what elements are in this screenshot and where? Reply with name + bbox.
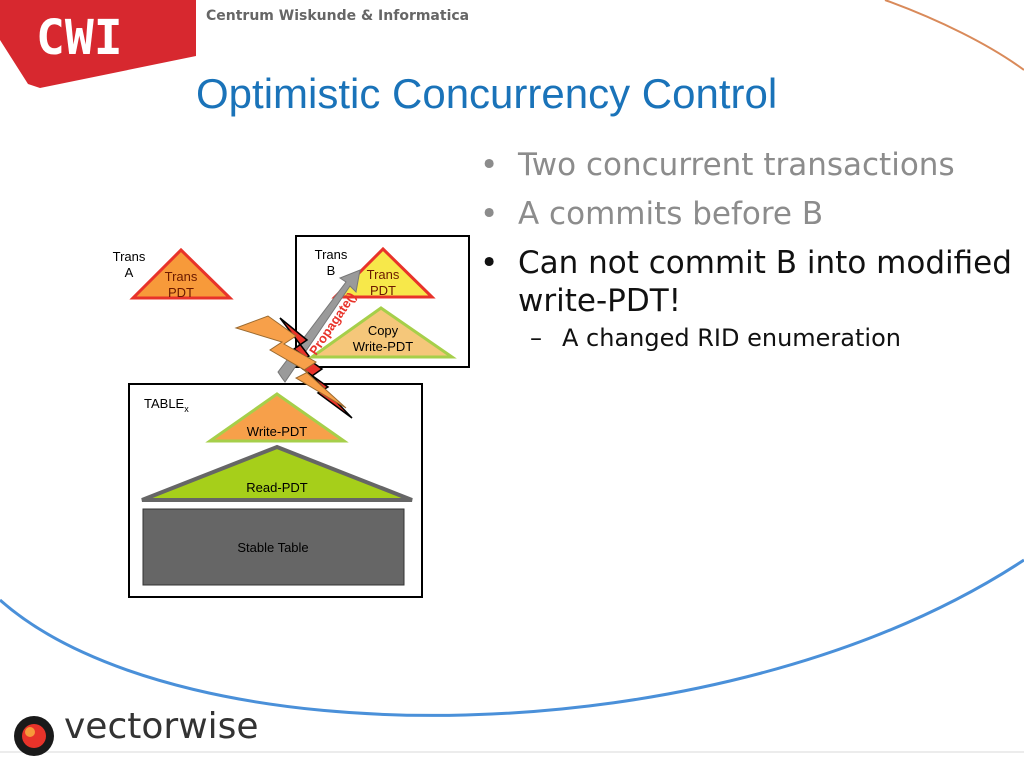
bullet-text: Can not commit B into modified write-PDT… xyxy=(518,245,1012,319)
bullet-text: A commits before B xyxy=(518,196,824,232)
table-label: TABLEx xyxy=(144,396,189,414)
trans-b-pdt-label-line1: Trans xyxy=(367,267,400,282)
stable-table-label: Stable Table xyxy=(237,540,308,555)
bullet-mark: • xyxy=(480,196,499,232)
bullet-item: • Can not commit B into modified write-P… xyxy=(478,244,1018,320)
write-pdt-triangle xyxy=(205,392,349,443)
top-right-arc xyxy=(884,0,1024,71)
organization-name: Centrum Wiskunde & Informatica xyxy=(206,8,470,24)
trans-a-label-line1: Trans xyxy=(113,249,146,264)
table-label-subscript: x xyxy=(184,404,189,414)
trans-a-pdt-label-line2: PDT xyxy=(168,285,194,300)
trans-b-label-line2: B xyxy=(327,263,336,278)
read-pdt-triangle xyxy=(141,444,413,502)
sub-bullet-item: – A changed RID enumeration xyxy=(478,322,1018,354)
copy-write-pdt-triangle xyxy=(307,306,457,359)
slide-title: Optimistic Concurrency Control xyxy=(196,70,778,117)
lightning-bolt-orange xyxy=(234,315,347,409)
vectorwise-brand-text: vectorwise xyxy=(64,706,259,747)
trans-a-pdt-triangle xyxy=(129,247,234,300)
trans-b-pdt-label-line2: PDT xyxy=(370,283,396,298)
vectorwise-logo-highlight xyxy=(25,727,35,737)
sub-bullet-text: A changed RID enumeration xyxy=(562,324,901,352)
trans-a-label-line2: A xyxy=(125,265,134,280)
trans-a-pdt-label-line1: Trans xyxy=(165,269,198,284)
vectorwise-logo-core xyxy=(22,724,46,748)
bullet-text: Two concurrent transactions xyxy=(518,147,955,183)
read-pdt-label: Read-PDT xyxy=(246,480,307,495)
cwi-logo-banner xyxy=(0,0,196,88)
write-pdt-label: Write-PDT xyxy=(247,424,307,439)
bottom-arc xyxy=(0,558,1024,717)
cwi-logo-text: CWI xyxy=(36,10,123,66)
copy-write-pdt-label-line2: Write-PDT xyxy=(353,339,413,354)
vectorwise-logo-icon xyxy=(14,716,54,756)
stable-table-block xyxy=(142,508,405,586)
bullet-list: • Two concurrent transactions • A commit… xyxy=(478,146,1018,354)
table-label-main: TABLE xyxy=(144,396,185,411)
bullet-item: • Two concurrent transactions xyxy=(478,146,1018,184)
bullet-mark: • xyxy=(480,245,499,281)
trans-b-label-line1: Trans xyxy=(315,247,348,262)
bullet-mark: • xyxy=(480,147,499,183)
bullet-item: • A commits before B xyxy=(478,195,1018,233)
sub-bullet-mark: – xyxy=(530,324,542,352)
copy-write-pdt-label-line1: Copy xyxy=(368,323,399,338)
cwi-logo: CWI xyxy=(0,0,196,88)
